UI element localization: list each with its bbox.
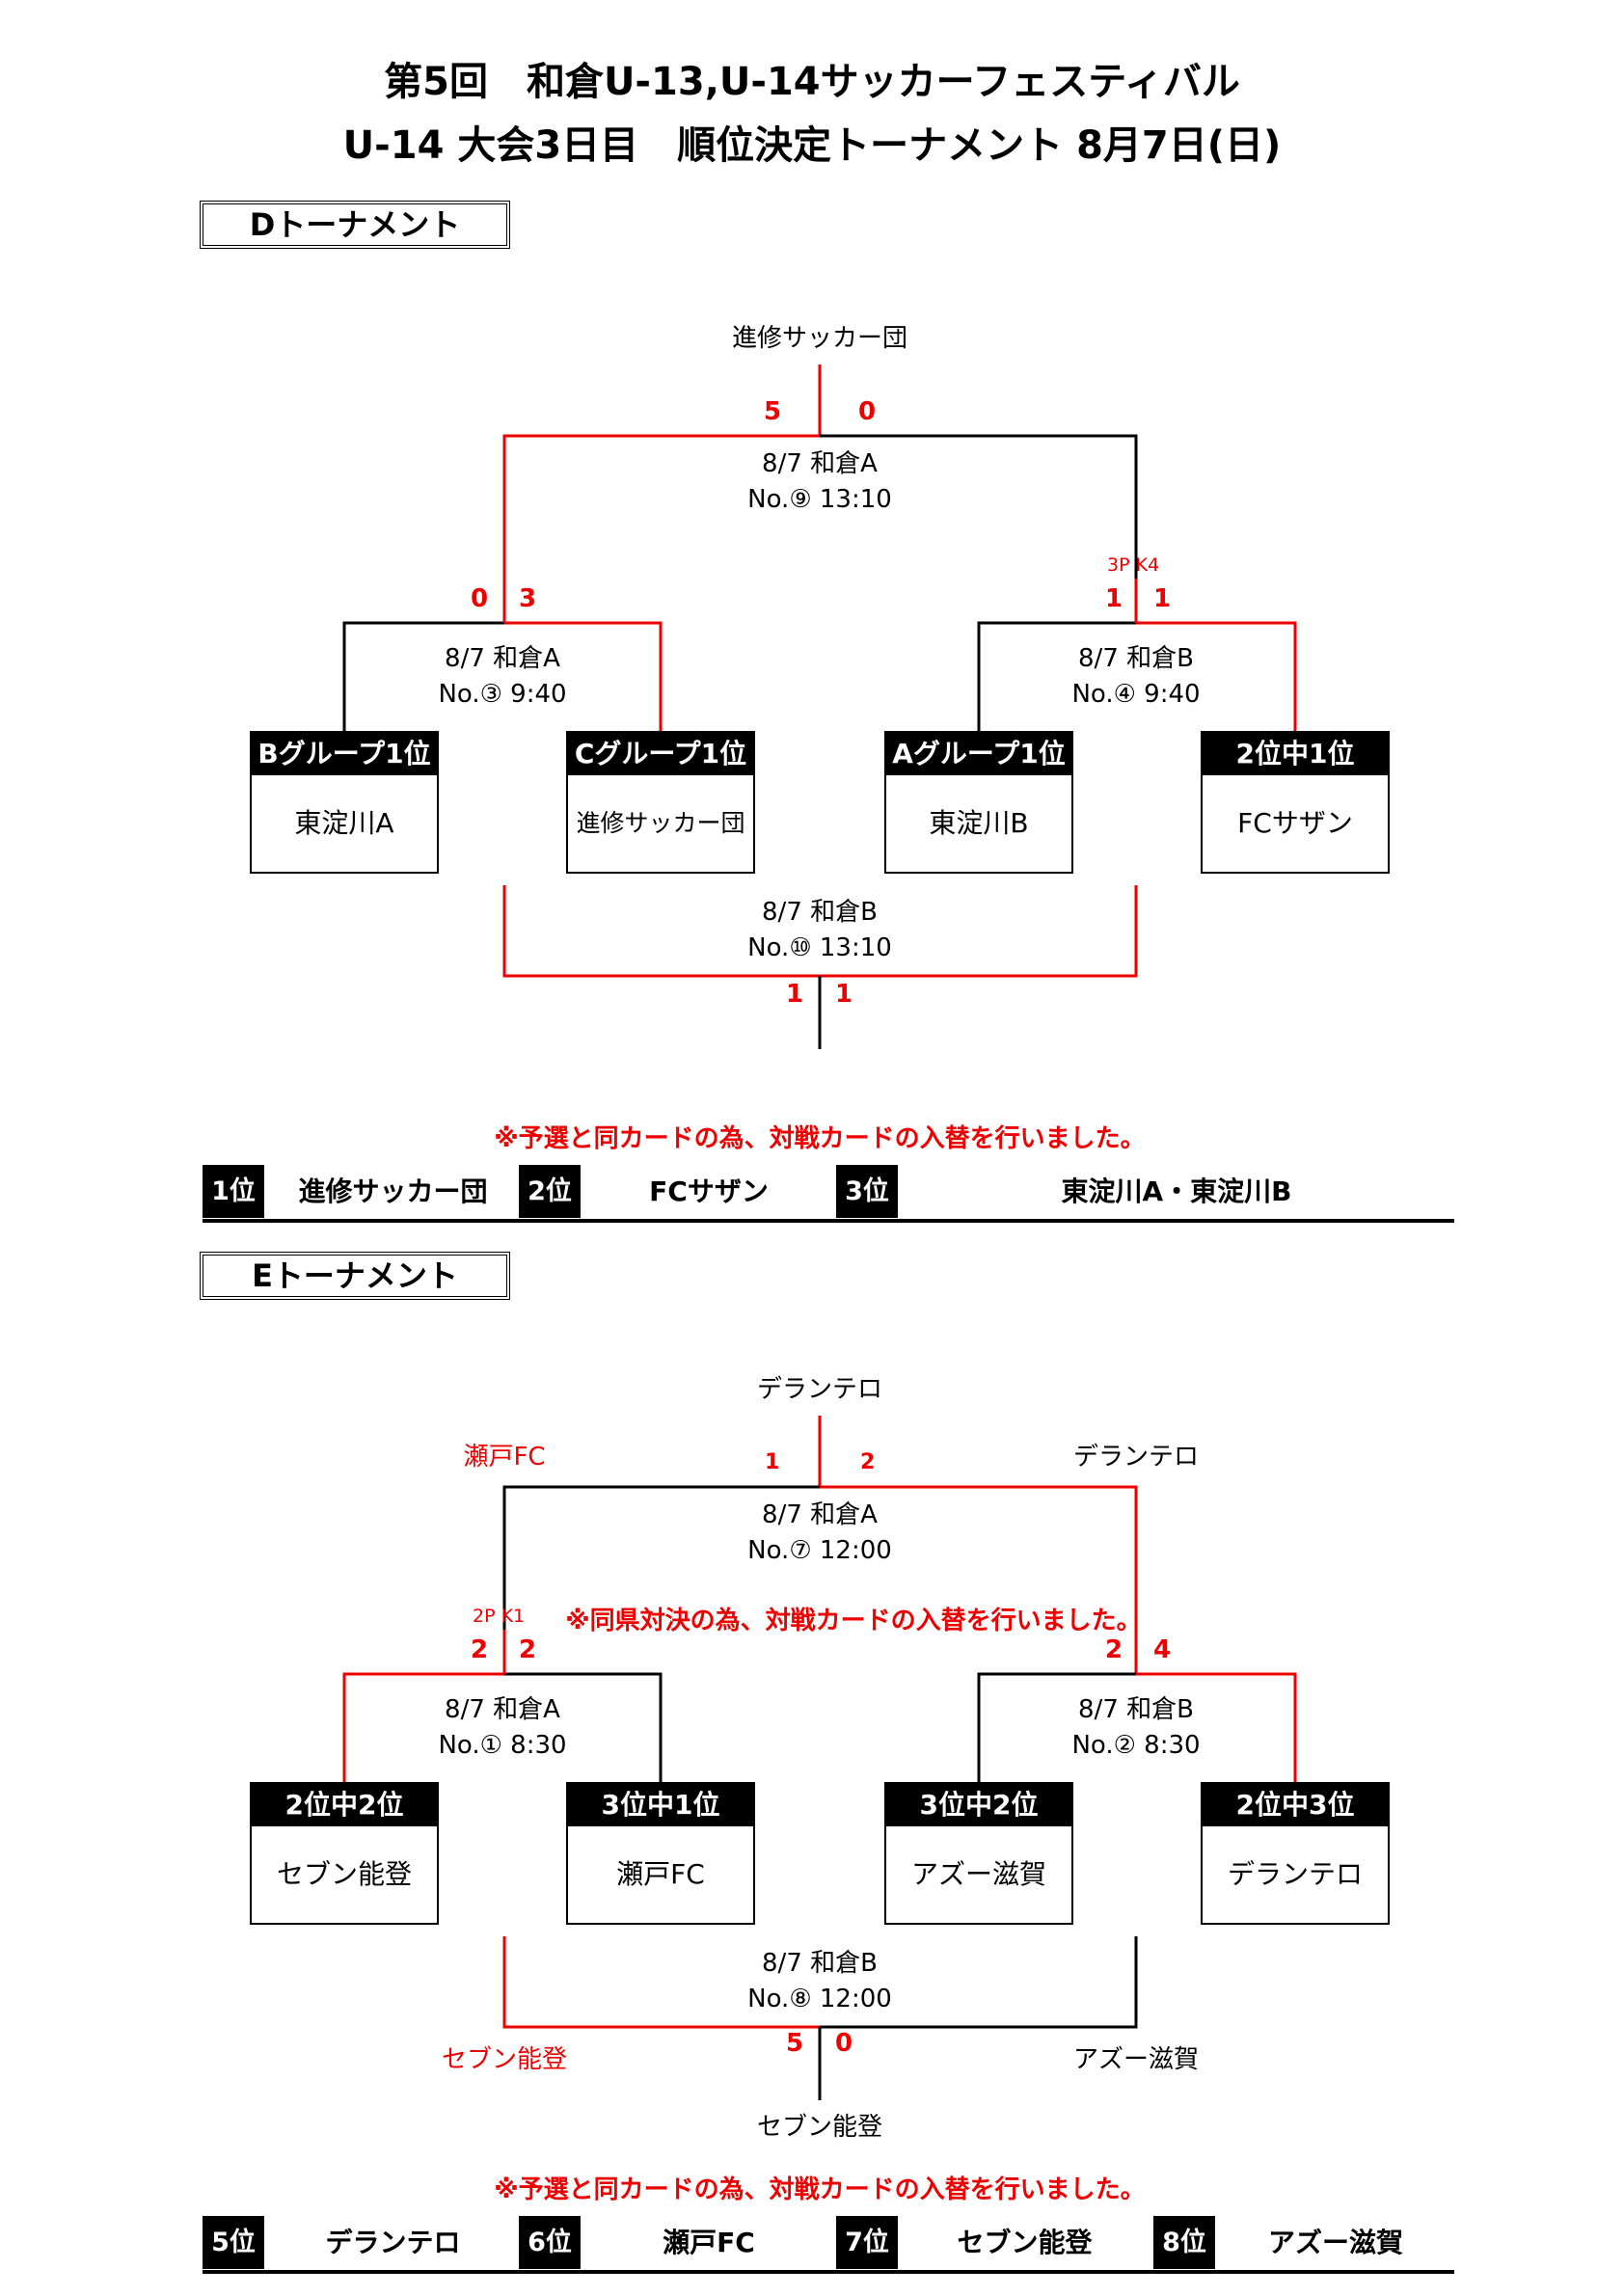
d-third-info2: No.⑩ 13:10 <box>747 933 892 962</box>
d-final-info1: 8/7 和倉A <box>762 449 878 478</box>
e-semi-right-score-left: 2 <box>1105 1635 1123 1664</box>
e-semi-left-info1: 8/7 和倉A <box>445 1695 560 1724</box>
d-team-seed: Cグループ1位 <box>568 733 753 775</box>
e-rank-name: セブン能登 <box>957 2227 1093 2258</box>
e-final-info1: 8/7 和倉A <box>762 1500 878 1529</box>
e-semi-left-pk: 2P K1 <box>473 1606 526 1627</box>
d-team-card: Bグループ1位 東淀川A <box>250 731 439 874</box>
e-tournament-heading: Eトーナメント <box>200 1252 510 1300</box>
d-semi-right-info1: 8/7 和倉B <box>1078 644 1194 673</box>
d-champion: 進修サッカー団 <box>731 324 907 353</box>
d-third-info1: 8/7 和倉B <box>762 898 878 927</box>
d-bracket-lines <box>342 365 1297 1049</box>
e-semi-left-score-right: 2 <box>519 1635 537 1664</box>
d-rank-name: 進修サッカー団 <box>298 1175 488 1207</box>
d-final-info2: No.⑨ 13:10 <box>747 485 892 514</box>
page-title-line2: U-14 大会3日目 順位決定トーナメント 8月7日(日) <box>342 123 1282 168</box>
d-semi-right-info2: No.④ 9:40 <box>1071 680 1201 709</box>
d-semi-left-score-right: 3 <box>519 584 537 613</box>
e-final-left-team: 瀬戸FC <box>463 1443 546 1472</box>
d-final-score-right: 0 <box>858 397 877 426</box>
e-third-score-left: 5 <box>786 2029 804 2058</box>
e-rank-badge: 7位 <box>836 2216 898 2269</box>
e-team-seed: 3位中1位 <box>568 1784 753 1826</box>
e-team-card: 3位中2位 アズー滋賀 <box>884 1782 1073 1925</box>
d-rank-name: FCサザン <box>649 1175 769 1207</box>
e-rank-name: 瀬戸FC <box>663 2227 755 2258</box>
e-third-left-team: セブン能登 <box>441 2045 567 2074</box>
e-third-right-team: アズー滋賀 <box>1072 2045 1199 2074</box>
e-rank-badge: 5位 <box>203 2216 264 2269</box>
e-final-score-right: 2 <box>860 1450 876 1474</box>
d-team-card: 2位中1位 FCサザン <box>1201 731 1390 874</box>
d-third-score-right: 1 <box>835 980 853 1009</box>
d-semi-right-score-right: 1 <box>1153 584 1172 613</box>
e-team-card: 3位中1位 瀬戸FC <box>566 1782 755 1925</box>
e-semi-left-score-left: 2 <box>471 1635 489 1664</box>
e-rank-badge: 8位 <box>1153 2216 1215 2269</box>
e-team-name: デランテロ <box>1227 1858 1363 1890</box>
page-title-line1: 第5回 和倉U-13,U-14サッカーフェスティバル <box>384 60 1240 104</box>
d-team-name: 東淀川A <box>294 807 394 839</box>
d-semi-right-score-left: 1 <box>1105 584 1123 613</box>
e-final-score-left: 1 <box>765 1450 780 1474</box>
e-semi-right-score-right: 4 <box>1153 1635 1172 1664</box>
e-semi-right-info1: 8/7 和倉B <box>1078 1695 1194 1724</box>
e-team-card: 2位中2位 セブン能登 <box>250 1782 439 1925</box>
e-semi-note: ※同県対決の為、対戦カードの入替を行いました。 <box>565 1607 1142 1635</box>
e-team-name: セブン能登 <box>276 1858 412 1890</box>
d-note: ※予選と同カードの為、対戦カードの入替を行いました。 <box>494 1124 1146 1153</box>
d-tournament-heading: Dトーナメント <box>200 201 510 249</box>
d-rank-badge: 1位 <box>203 1165 264 1218</box>
d-team-card: Cグループ1位 進修サッカー団 <box>566 731 755 874</box>
d-team-name: 進修サッカー団 <box>576 809 745 837</box>
e-third-info1: 8/7 和倉B <box>762 1949 878 1978</box>
d-semi-right-pk: 3P K4 <box>1107 554 1160 576</box>
e-semi-left-info2: No.① 8:30 <box>438 1731 567 1760</box>
d-rank-badge: 3位 <box>836 1165 898 1218</box>
d-third-score-left: 1 <box>786 980 804 1009</box>
d-team-name: FCサザン <box>1237 807 1353 839</box>
d-team-seed: 2位中1位 <box>1203 733 1388 775</box>
e-third-score-right: 0 <box>835 2029 853 2058</box>
e-team-name: アズー滋賀 <box>910 1858 1046 1890</box>
e-third-winner: セブン能登 <box>756 2113 882 2142</box>
e-team-seed: 2位中3位 <box>1203 1784 1388 1826</box>
d-rank-name: 東淀川A・東淀川B <box>1061 1175 1292 1207</box>
d-semi-left-score-left: 0 <box>471 584 489 613</box>
e-third-info2: No.⑧ 12:00 <box>747 1985 892 2013</box>
e-final-right-team: デランテロ <box>1072 1443 1199 1472</box>
d-team-name: 東淀川B <box>929 807 1029 839</box>
e-rank-name: アズー滋賀 <box>1267 2227 1403 2258</box>
d-team-card: Aグループ1位 東淀川B <box>884 731 1073 874</box>
e-champion: デランテロ <box>756 1375 882 1404</box>
e-team-card: 2位中3位 デランテロ <box>1201 1782 1390 1925</box>
e-semi-right-info2: No.② 8:30 <box>1071 1731 1201 1760</box>
e-final-info2: No.⑦ 12:00 <box>747 1536 892 1565</box>
e-bracket-lines <box>342 1416 1297 2100</box>
e-team-name: 瀬戸FC <box>616 1858 705 1890</box>
d-semi-left-info2: No.③ 9:40 <box>438 680 567 709</box>
d-team-seed: Aグループ1位 <box>886 733 1071 775</box>
e-rank-name: デランテロ <box>325 2227 461 2258</box>
e-rank-badge: 6位 <box>519 2216 581 2269</box>
e-team-seed: 3位中2位 <box>886 1784 1071 1826</box>
d-team-seed: Bグループ1位 <box>252 733 437 775</box>
d-final-score-left: 5 <box>764 397 782 426</box>
d-semi-left-info1: 8/7 和倉A <box>445 644 560 673</box>
d-rank-badge: 2位 <box>519 1165 581 1218</box>
e-team-seed: 2位中2位 <box>252 1784 437 1826</box>
e-note: ※予選と同カードの為、対戦カードの入替を行いました。 <box>494 2175 1146 2204</box>
